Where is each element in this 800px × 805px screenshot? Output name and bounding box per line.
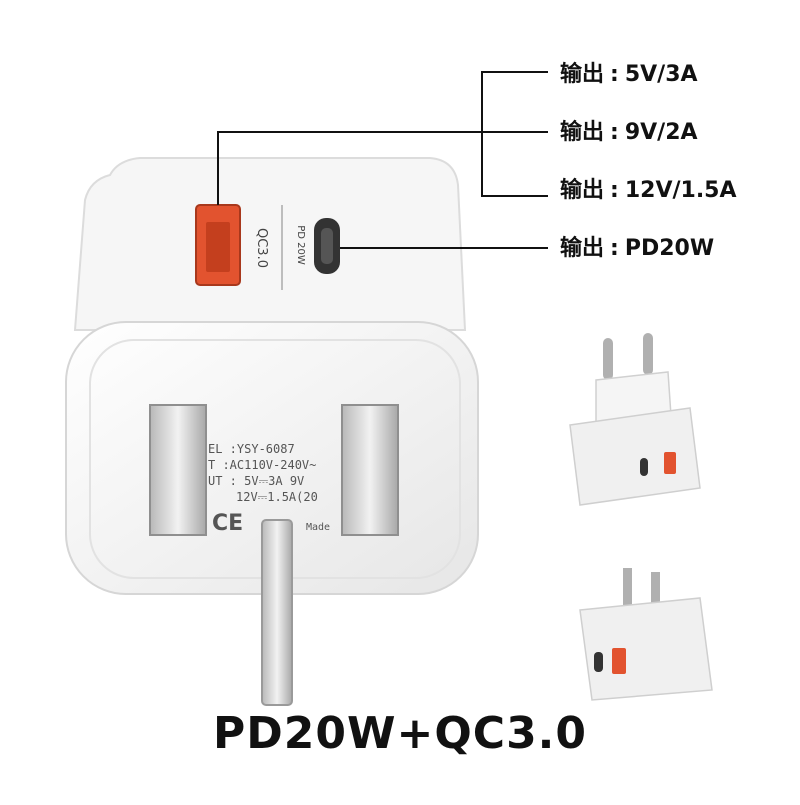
spec-separator: : xyxy=(610,120,619,145)
spec-value: 12V/1.5A xyxy=(624,178,737,203)
ce-mark: CE xyxy=(212,511,243,536)
made-mark: Made xyxy=(306,522,330,533)
spec-label: 输出 xyxy=(560,62,605,87)
spec-line: 输出:PD20W xyxy=(560,238,714,260)
us-charger xyxy=(579,568,713,701)
eu-charger xyxy=(569,333,701,506)
leader-line-usb-a-bracket xyxy=(481,71,548,197)
spec-label: 输出 xyxy=(560,120,605,145)
eu-pin-right xyxy=(643,333,653,375)
spec-value: 9V/2A xyxy=(624,120,698,145)
product-caption: PD20W+QC3.0 xyxy=(212,708,588,759)
spec-value: 5V/3A xyxy=(624,62,698,87)
us-usb-a xyxy=(612,648,626,674)
leader-lines xyxy=(217,71,548,249)
rating-label: EL :YSY-6087 T :AC110V-240V~ UT : 5V⎓3A … xyxy=(208,442,330,533)
spec-label: 输出 xyxy=(560,236,605,261)
prong-left xyxy=(149,404,207,536)
us-body xyxy=(579,597,713,701)
usb-a-port-inner xyxy=(206,222,230,272)
spec-line: 输出:12V/1.5A xyxy=(560,180,737,202)
spec-label: 输出 xyxy=(560,178,605,203)
rating-line-1: EL :YSY-6087 xyxy=(208,442,295,456)
rating-line-3: UT : 5V⎓3A 9V xyxy=(208,474,304,488)
prong-earth xyxy=(261,519,293,706)
us-pin-right xyxy=(651,572,660,612)
us-pin-left xyxy=(623,568,632,608)
pd-port-label: PD 20W xyxy=(295,225,306,265)
spec-separator: : xyxy=(610,236,619,261)
eu-usb-a xyxy=(664,452,676,474)
usb-c-port-inner xyxy=(321,228,333,264)
spec-separator: : xyxy=(610,178,619,203)
spec-line: 输出:5V/3A xyxy=(560,64,698,86)
rating-line-2: T :AC110V-240V~ xyxy=(208,458,316,472)
eu-usb-c xyxy=(640,458,648,476)
prong-right xyxy=(341,404,399,536)
charger-top xyxy=(73,157,467,331)
eu-body xyxy=(569,407,701,506)
qc-port-label: QC3.0 xyxy=(254,228,269,268)
spec-line: 输出:9V/2A xyxy=(560,122,698,144)
leader-line-usb-a xyxy=(217,131,548,205)
spec-separator: : xyxy=(610,62,619,87)
uk-charger: QC3.0 PD 20W EL :YSY-6087 T :AC110V-240V… xyxy=(65,157,479,706)
eu-pin-left xyxy=(603,338,613,380)
us-usb-c xyxy=(594,652,603,672)
spec-value: PD20W xyxy=(624,236,715,261)
rating-line-4: 12V⎓1.5A(20 xyxy=(236,490,318,504)
